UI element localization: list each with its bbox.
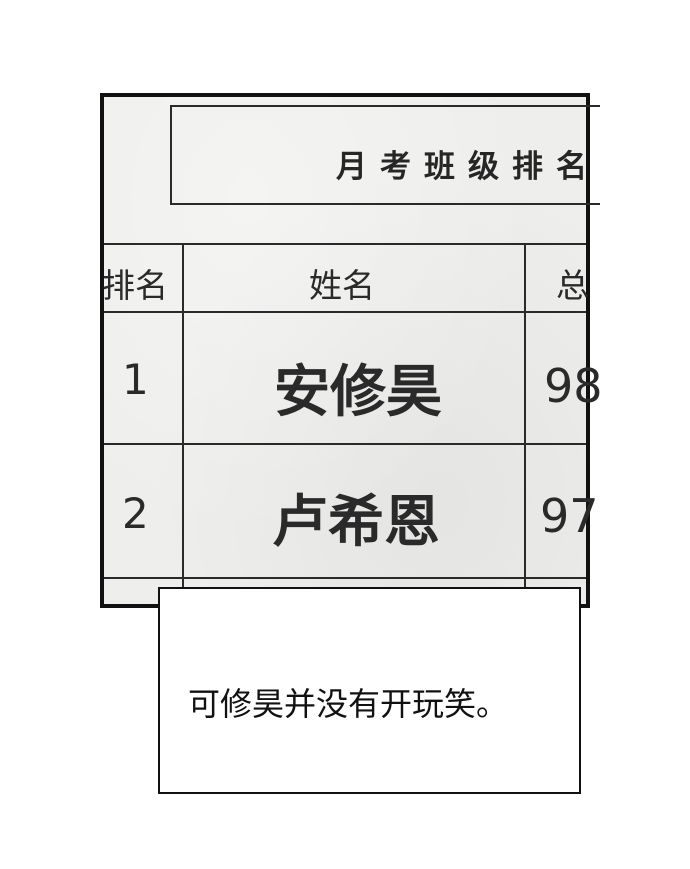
header-total: 总 <box>556 266 589 305</box>
score-cell: 97 <box>540 489 599 543</box>
table-line <box>182 243 184 604</box>
table-line <box>104 243 586 245</box>
caption-text: 可修昊并没有开玩笑。 <box>188 685 509 723</box>
rank-cell: 2 <box>122 489 149 538</box>
header-name: 姓名 <box>309 266 375 305</box>
rank-cell: 1 <box>122 355 149 404</box>
comic-panel: 月考班级排名 排名 姓名 总 1 安修昊 98 2 卢希恩 97 <box>100 93 603 608</box>
score-cell: 98 <box>544 359 603 413</box>
name-cell: 卢希恩 <box>272 490 440 555</box>
name-cell: 安修昊 <box>274 360 442 425</box>
ranking-sheet: 月考班级排名 排名 姓名 总 1 安修昊 98 2 卢希恩 97 <box>102 97 603 604</box>
title-box: 月考班级排名 <box>170 105 600 205</box>
ranking-title: 月考班级排名 <box>336 149 600 185</box>
table-line <box>104 443 586 445</box>
header-rank: 排名 <box>102 266 168 305</box>
table-line <box>104 311 586 313</box>
table-line <box>104 577 586 579</box>
table-line <box>524 243 526 604</box>
caption-box: 可修昊并没有开玩笑。 <box>158 587 581 794</box>
